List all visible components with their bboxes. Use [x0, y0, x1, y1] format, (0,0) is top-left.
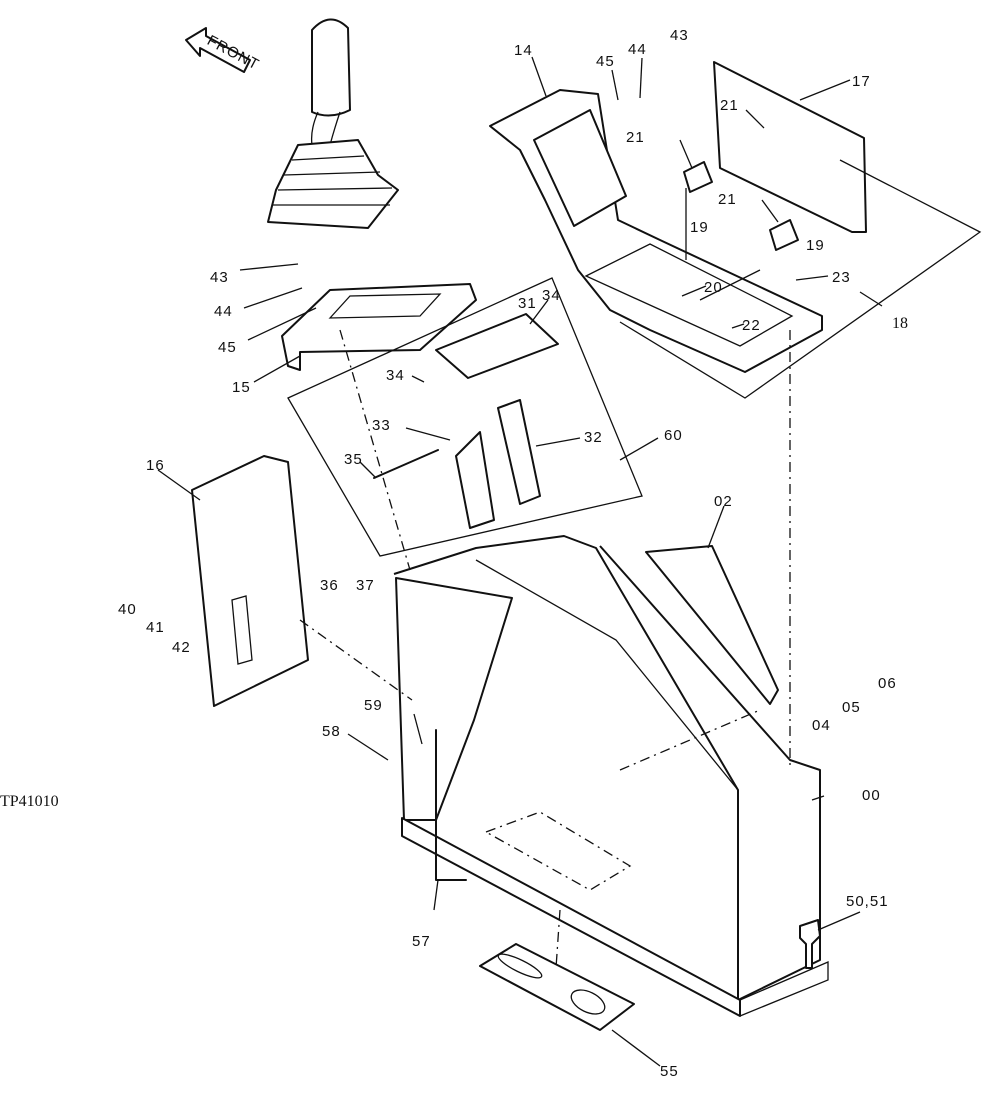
plate-17: [713, 61, 867, 233]
label-45b: 45: [218, 339, 237, 356]
label-02: 02: [714, 493, 733, 510]
label-50-51: 50,51: [846, 893, 889, 910]
hinge-19-lower: [769, 219, 799, 251]
rod-57: [435, 729, 467, 881]
lever-32: [455, 399, 541, 529]
label-43: 43: [670, 27, 689, 44]
label-37: 37: [356, 577, 375, 594]
label-21c: 21: [718, 191, 737, 208]
plate-02: [645, 545, 779, 705]
label-44: 44: [628, 41, 647, 58]
label-16: 16: [146, 457, 165, 474]
label-45: 45: [596, 53, 615, 70]
callout-labels: 14 45 44 43 17 21 21 21 19 19 23 20 22 1…: [118, 27, 908, 1080]
label-55: 55: [660, 1063, 679, 1080]
label-33: 33: [372, 417, 391, 434]
label-17: 17: [852, 73, 871, 90]
label-00: 00: [862, 787, 881, 804]
assembly-60-outline: [287, 277, 643, 557]
bolt-35: [373, 449, 439, 479]
label-32: 32: [584, 429, 603, 446]
label-34b: 34: [386, 367, 405, 384]
side-panel-16: [191, 455, 309, 707]
console-cover-14: [489, 89, 823, 373]
mount-plate-15: [281, 283, 477, 371]
hinge-19-upper: [683, 161, 713, 193]
bolt-50-51: [799, 919, 821, 969]
centerlines: [299, 329, 791, 969]
label-15: 15: [232, 379, 251, 396]
label-36: 36: [320, 577, 339, 594]
label-42: 42: [172, 639, 191, 656]
label-58: 58: [322, 723, 341, 740]
shift-lever-boot: [267, 18, 399, 229]
label-21b: 21: [626, 129, 645, 146]
label-19b: 19: [806, 237, 825, 254]
console-body-00: [393, 535, 829, 1017]
label-43b: 43: [210, 269, 229, 286]
label-14: 14: [514, 42, 533, 59]
assembly-18-outline: [619, 159, 982, 399]
label-19a: 19: [690, 219, 709, 236]
label-20: 20: [704, 279, 723, 296]
label-05: 05: [842, 699, 861, 716]
label-57: 57: [412, 933, 431, 950]
leader-lines: [157, 56, 883, 1067]
label-23: 23: [832, 269, 851, 286]
label-21a: 21: [720, 97, 739, 114]
plate-31: [435, 313, 559, 379]
label-41: 41: [146, 619, 165, 636]
label-44b: 44: [214, 303, 233, 320]
label-60: 60: [664, 427, 683, 444]
label-31: 31: [518, 295, 537, 312]
label-35: 35: [344, 451, 363, 468]
label-06: 06: [878, 675, 897, 692]
figure-id: TP41010: [0, 793, 59, 810]
front-arrow-icon: FRONT: [185, 27, 262, 74]
label-59: 59: [364, 697, 383, 714]
floor-plate-55: [479, 943, 635, 1031]
label-18: 18: [892, 315, 908, 332]
label-04: 04: [812, 717, 831, 734]
label-22: 22: [742, 317, 761, 334]
label-34a: 34: [542, 287, 561, 304]
label-40: 40: [118, 601, 137, 618]
